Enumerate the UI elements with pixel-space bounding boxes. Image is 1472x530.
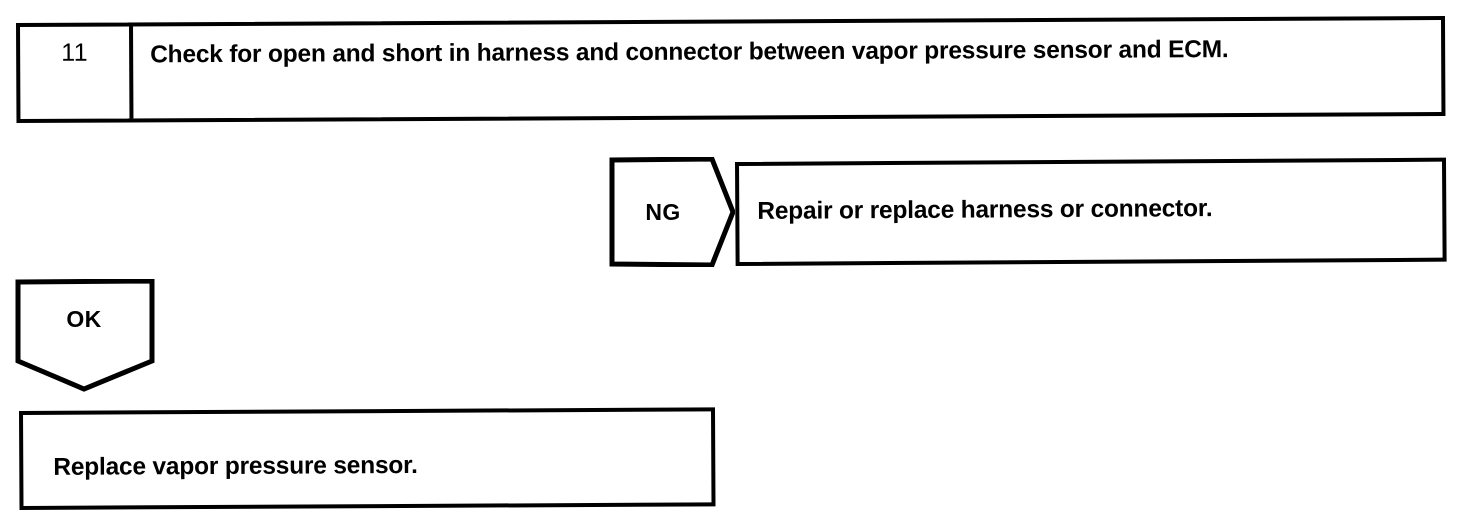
ng-result-box: Repair or replace harness or connector.: [735, 157, 1447, 266]
ok-result-text: Replace vapor pressure sensor.: [53, 451, 418, 481]
ok-branch-label: OK: [66, 305, 102, 332]
ng-branch-label: NG: [645, 198, 681, 225]
ok-result-box: Replace vapor pressure sensor.: [19, 407, 716, 510]
step-number: 11: [61, 38, 89, 67]
step-number-cell: 11: [20, 26, 134, 119]
ng-result-text: Repair or replace harness or connector.: [757, 195, 1213, 225]
ok-branch-arrow-icon: [15, 279, 157, 392]
step-box: 11 Check for open and short in harness a…: [16, 16, 1446, 123]
step-instruction: Check for open and short in harness and …: [150, 36, 1229, 69]
ng-branch-arrow-icon: [609, 157, 735, 267]
